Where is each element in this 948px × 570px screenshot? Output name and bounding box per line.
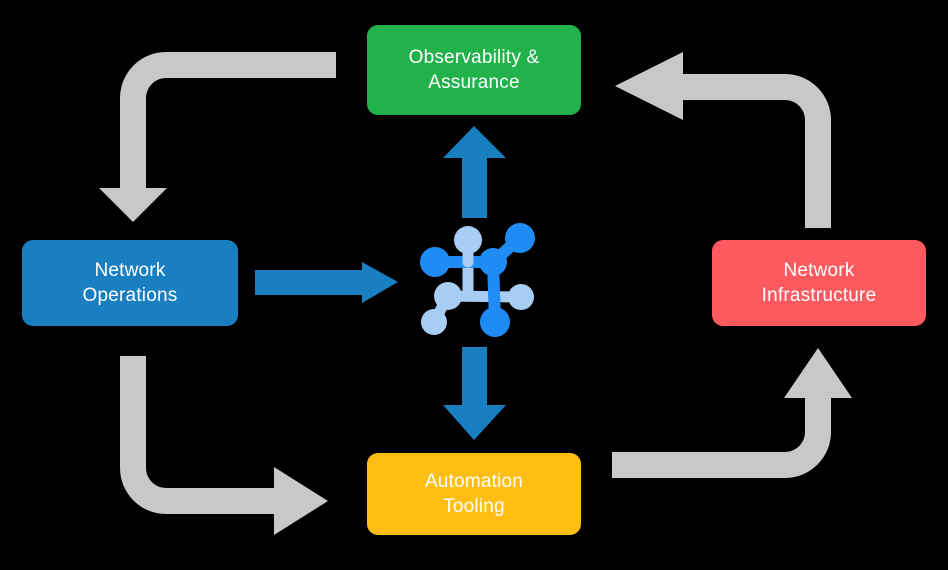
blue-arrow-down-shaft xyxy=(462,347,487,410)
box-automation-label: Automation Tooling xyxy=(424,470,524,517)
gray-arrow-infrastructure-to-observability xyxy=(615,52,831,228)
box-observability-label: Observability & Assurance xyxy=(408,46,540,93)
box-operations-label: Network Operations xyxy=(82,259,178,306)
gray-arrow-observability-to-operations xyxy=(99,52,336,222)
topology-node-center-primary xyxy=(479,248,507,276)
gray-arrow-tl-shaft xyxy=(120,52,336,200)
topology-node-right-light xyxy=(508,284,534,310)
gray-arrow-tr-head xyxy=(615,52,683,120)
topology-node-mid-light xyxy=(434,282,462,310)
gray-arrow-br-head xyxy=(784,348,852,398)
box-network-infrastructure[interactable]: Network Infrastructure xyxy=(712,240,926,326)
blue-arrow-down-head xyxy=(443,405,506,440)
blue-arrow-center-to-automation xyxy=(443,347,506,440)
topology-node-top-light xyxy=(454,226,482,254)
box-network-operations[interactable]: Network Operations xyxy=(22,240,238,326)
blue-arrow-up-head xyxy=(443,126,506,158)
gray-arrow-operations-to-automation xyxy=(120,356,328,535)
topology-node-topright-primary xyxy=(505,223,535,253)
blue-arrow-up-shaft xyxy=(462,155,487,218)
box-observability-assurance[interactable]: Observability & Assurance xyxy=(367,25,581,115)
gray-arrow-br-shaft xyxy=(612,385,831,478)
topology-nodes xyxy=(420,223,535,337)
box-automation-tooling[interactable]: Automation Tooling xyxy=(367,453,581,535)
topology-node-bottom-primary xyxy=(480,307,510,337)
topology-node-left-primary xyxy=(420,247,450,277)
gray-arrow-bl-head xyxy=(274,467,328,535)
blue-arrow-right-head xyxy=(362,262,398,303)
gray-arrow-automation-to-infrastructure xyxy=(612,348,852,478)
box-infrastructure-label: Network Infrastructure xyxy=(761,259,877,306)
blue-arrow-center-to-observability xyxy=(443,126,506,218)
topology-node-bottomleft-light xyxy=(421,309,447,335)
blue-arrow-right-shaft xyxy=(255,270,366,295)
gray-arrow-bl-shaft xyxy=(120,356,286,514)
gray-arrow-tl-head xyxy=(99,188,167,222)
blue-arrow-operations-to-center xyxy=(255,262,398,303)
gray-arrow-tr-shaft xyxy=(672,74,831,228)
